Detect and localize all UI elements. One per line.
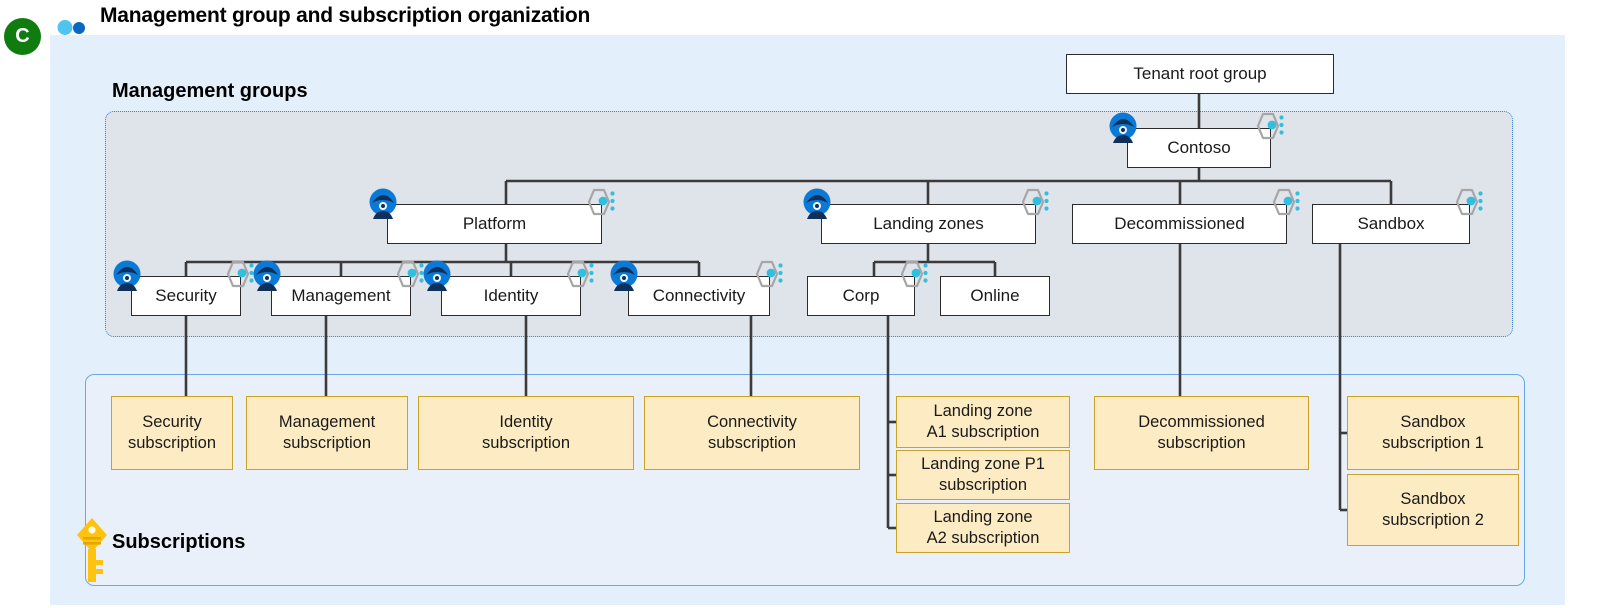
subscription-management-subscription[interactable]: Management subscription [246,396,408,470]
subscription-label: Landing zone A1 subscription [926,402,1040,441]
subscription-identity-subscription[interactable]: Identity subscription [418,396,634,470]
management-group-label: Decommissioned [1114,213,1245,233]
subscription-label: Sandbox subscription 2 [1382,490,1484,529]
management-group-label: Tenant root group [1133,63,1267,83]
subscription-landing-zone-a1-subscription[interactable]: Landing zone A1 subscription [896,396,1070,448]
management-group-label: Connectivity [652,285,746,305]
management-group-label: Security [155,285,217,305]
subscription-connectivity-subscription[interactable]: Connectivity subscription [644,396,860,470]
management-group-contoso[interactable]: Contoso [1127,128,1271,168]
management-groups-label: Management groups [112,80,308,102]
management-group-security[interactable]: Security [131,276,241,316]
management-group-label: Sandbox [1357,213,1425,233]
management-group-landing-zones[interactable]: Landing zones [821,204,1036,244]
management-group-sandbox[interactable]: Sandbox [1312,204,1470,244]
management-group-management[interactable]: Management [271,276,411,316]
subscription-label: Landing zone A2 subscription [926,508,1040,547]
subscription-label: Connectivity subscription [707,413,797,452]
management-group-label: Contoso [1167,137,1231,157]
subscription-label: Landing zone P1 subscription [921,455,1045,494]
page-title: Management group and subscription organi… [100,4,591,27]
subscription-sandbox-subscription-1[interactable]: Sandbox subscription 1 [1347,396,1519,470]
management-group-connectivity[interactable]: Connectivity [628,276,770,316]
subscriptions-label: Subscriptions [112,531,246,553]
subscription-landing-zone-a2-subscription[interactable]: Landing zone A2 subscription [896,503,1070,553]
management-group-label: Management [291,285,391,305]
management-group-corp[interactable]: Corp [807,276,915,316]
management-group-label: Identity [483,285,539,305]
subscription-label: Identity subscription [481,413,571,452]
subscription-security-subscription[interactable]: Security subscription [111,396,233,470]
management-group-platform[interactable]: Platform [387,204,602,244]
subscription-landing-zone-p1-subscription[interactable]: Landing zone P1 subscription [896,450,1070,500]
brand-badge: C [4,18,41,55]
subscription-sandbox-subscription-2[interactable]: Sandbox subscription 2 [1347,474,1519,546]
subscription-label: Sandbox subscription 1 [1382,413,1484,452]
subscription-decommissioned-subscription[interactable]: Decommissioned subscription [1094,396,1309,470]
management-group-label: Platform [462,213,527,233]
management-group-label: Corp [842,285,880,305]
key-icon [77,518,107,582]
subscription-label: Security subscription [127,413,217,452]
subscription-label: Decommissioned subscription [1138,413,1265,452]
subscription-label: Management subscription [278,413,376,452]
management-group-decommissioned[interactable]: Decommissioned [1072,204,1287,244]
management-group-online[interactable]: Online [940,276,1050,316]
management-group-label: Landing zones [873,213,984,233]
management-group-tenant-root-group[interactable]: Tenant root group [1066,54,1334,94]
management-group-label: Online [970,285,1020,305]
management-group-identity[interactable]: Identity [441,276,581,316]
